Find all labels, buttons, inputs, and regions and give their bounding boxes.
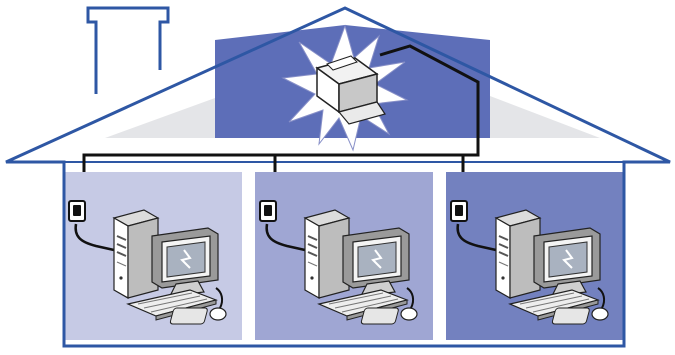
chimney-icon (88, 8, 168, 94)
